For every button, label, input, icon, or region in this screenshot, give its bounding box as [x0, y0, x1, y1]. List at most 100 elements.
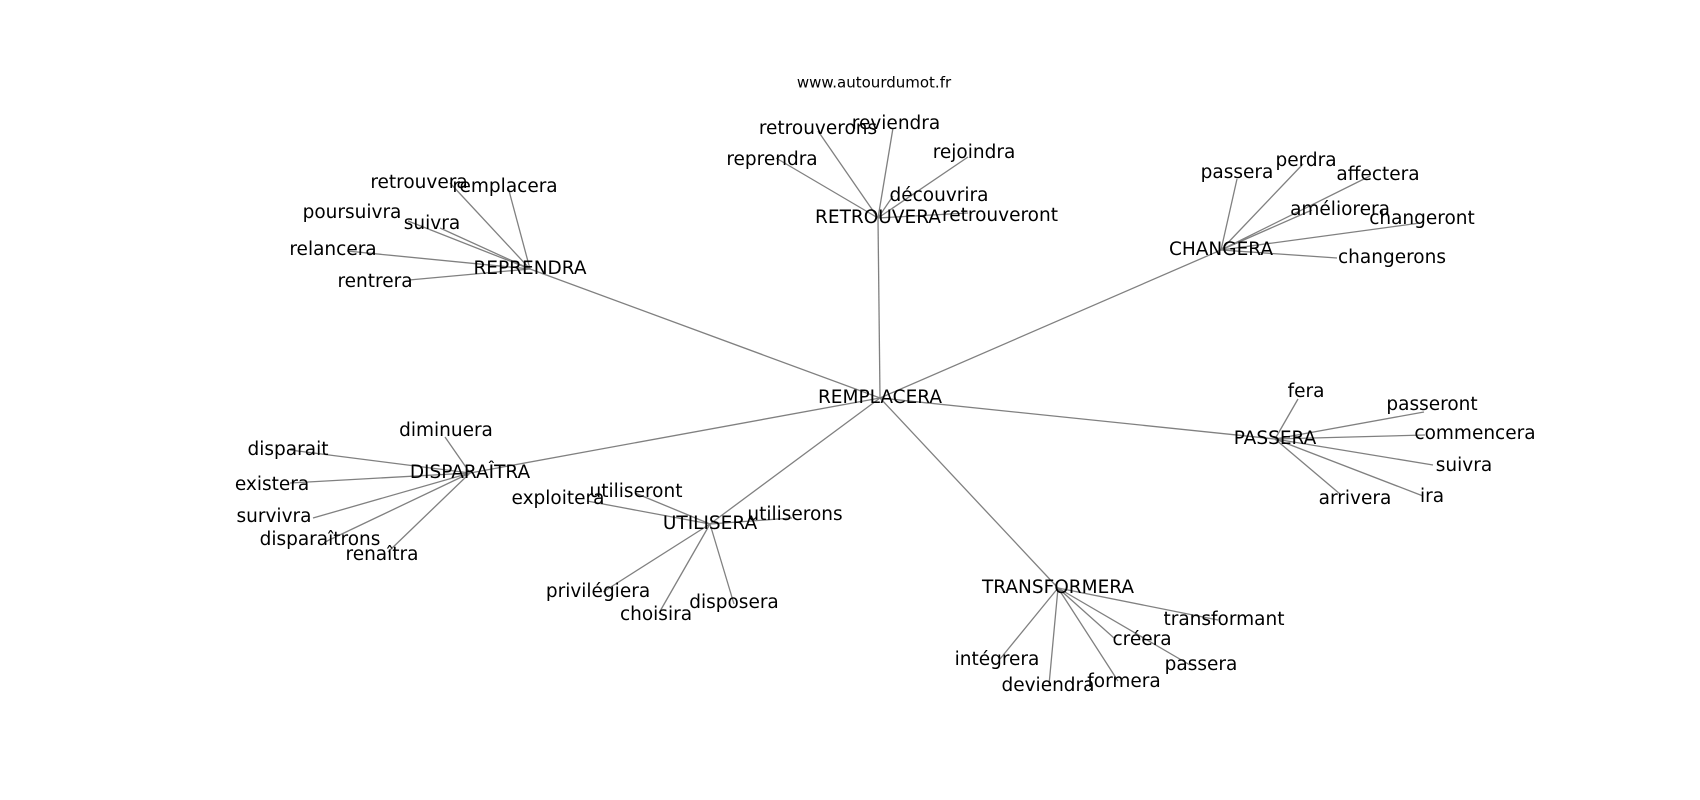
hub-node-label: PASSERA: [1234, 428, 1317, 449]
leaf-node-label: retrouveront: [942, 205, 1058, 226]
edge-center-to-hub: [469, 397, 881, 474]
leaf-node-label: commencera: [1414, 423, 1535, 444]
leaf-node-label: ira: [1420, 486, 1444, 507]
edge-hub-to-leaf: [1274, 411, 1425, 440]
leaf-node-label: poursuivra: [303, 202, 402, 223]
leaf-node-label: perdra: [1275, 150, 1336, 171]
leaf-node-label: fera: [1288, 381, 1325, 402]
leaf-node-label: affectera: [1336, 164, 1419, 185]
edge-hub-to-leaf: [289, 449, 471, 474]
edge-center-to-hub: [529, 268, 881, 399]
edge-hub-to-leaf: [817, 130, 879, 219]
edge-hub-to-leaf: [1220, 209, 1313, 251]
leaf-node-label: découvrira: [890, 185, 989, 206]
edge-hub-to-leaf: [439, 227, 531, 270]
graph-edges: [289, 127, 1434, 686]
leaf-node-label: survivra: [237, 506, 312, 527]
leaf-node-label: passera: [1201, 162, 1274, 183]
leaf-node-label: formera: [1087, 671, 1160, 692]
edge-hub-to-leaf: [1220, 163, 1304, 251]
leaf-node-label: privilégiera: [546, 581, 650, 602]
edge-hub-to-leaf: [449, 182, 531, 270]
leaf-node-label: utiliseront: [590, 481, 683, 502]
edge-hub-to-leaf: [877, 212, 969, 219]
edge-hub-to-leaf: [1220, 175, 1371, 251]
leaf-node-label: deviendra: [1001, 675, 1094, 696]
leaf-node-label: créera: [1112, 629, 1171, 650]
edge-hub-to-leaf: [602, 523, 711, 593]
leaf-node-label: passera: [1165, 654, 1238, 675]
edge-hub-to-leaf: [1057, 587, 1119, 682]
leaf-node-label: disposera: [689, 592, 779, 613]
leaf-node-label: disparait: [248, 439, 329, 460]
edge-center-to-hub: [879, 249, 1222, 399]
edge-hub-to-leaf: [289, 472, 471, 484]
edge-hub-to-leaf: [324, 472, 471, 543]
edge-hub-to-leaf: [407, 220, 531, 270]
edge-hub-to-leaf: [877, 156, 969, 219]
leaf-node-label: diminuera: [399, 420, 493, 441]
edge-hub-to-leaf: [586, 500, 711, 525]
graph-labels: www.autourdumot.fr REPRENDRAretrouverare…: [235, 74, 1536, 697]
leaf-node-label: existera: [235, 474, 309, 495]
edge-hub-to-leaf: [346, 250, 531, 270]
edge-hub-to-leaf: [1057, 587, 1115, 639]
edge-hub-to-leaf: [1274, 438, 1424, 497]
hub-node-label: RETROUVERA: [815, 207, 941, 228]
leaf-node-label: reviendra: [852, 113, 940, 134]
edge-hub-to-leaf: [1220, 178, 1238, 251]
hub-node-label: REPRENDRA: [473, 258, 586, 279]
edge-hub-to-leaf: [1274, 434, 1426, 440]
leaf-node-label: transformant: [1163, 609, 1284, 630]
edge-hub-to-leaf: [709, 517, 793, 525]
leaf-node-label: choisira: [620, 604, 692, 625]
hub-node-label: TRANSFORMERA: [981, 577, 1134, 598]
edge-hub-to-leaf: [312, 472, 471, 519]
edge-hub-to-leaf: [877, 195, 894, 219]
hub-node-label: UTILISERA: [663, 513, 758, 534]
leaf-node-label: améliorera: [1290, 199, 1390, 220]
leaf-node-label: remplacera: [452, 176, 557, 197]
edge-hub-to-leaf: [408, 268, 531, 281]
hub-node-label: CHANGERA: [1169, 239, 1273, 260]
edge-hub-to-leaf: [1274, 398, 1299, 440]
edge-hub-to-leaf: [999, 587, 1059, 660]
center-node-label: REMPLACERA: [818, 387, 942, 408]
edge-hub-to-leaf: [444, 436, 471, 474]
source-site-label: www.autourdumot.fr: [797, 74, 952, 92]
edge-hub-to-leaf: [1057, 587, 1191, 666]
edge-hub-to-leaf: [658, 523, 711, 614]
edge-hub-to-leaf: [1220, 222, 1421, 251]
edge-hub-to-leaf: [1057, 587, 1219, 621]
edge-center-to-hub: [709, 397, 881, 525]
leaf-node-label: retrouverons: [759, 118, 877, 139]
leaf-node-label: changeront: [1369, 208, 1475, 229]
edge-center-to-hub: [879, 397, 1276, 440]
leaf-node-label: intégrera: [955, 649, 1040, 670]
leaf-node-label: exploitera: [512, 488, 605, 509]
leaf-node-label: arrivera: [1319, 488, 1392, 509]
leaf-node-label: rejoindra: [933, 142, 1016, 163]
leaf-node-label: suivra: [404, 213, 460, 234]
leaf-node-label: retrouvera: [370, 172, 467, 193]
edge-hub-to-leaf: [1274, 438, 1341, 495]
edge-hub-to-leaf: [634, 492, 711, 525]
hub-node-label: DISPARAÎTRA: [410, 461, 531, 483]
edge-hub-to-leaf: [1274, 438, 1434, 466]
edge-hub-to-leaf: [387, 472, 471, 553]
edge-hub-to-leaf: [507, 186, 531, 270]
edge-center-to-hub: [879, 397, 1059, 589]
edge-hub-to-leaf: [709, 523, 735, 605]
leaf-node-label: passeront: [1386, 394, 1477, 415]
leaf-node-label: disparaîtrons: [260, 529, 381, 550]
edge-hub-to-leaf: [1220, 249, 1338, 259]
edge-hub-to-leaf: [877, 127, 894, 219]
leaf-node-label: relancera: [289, 239, 376, 260]
edge-center-to-hub: [877, 217, 881, 399]
leaf-node-label: utiliserons: [747, 504, 842, 525]
leaf-node-label: reprendra: [726, 149, 817, 170]
edge-hub-to-leaf: [775, 157, 879, 219]
leaf-node-label: rentrera: [337, 271, 412, 292]
leaf-node-label: changerons: [1338, 247, 1446, 268]
